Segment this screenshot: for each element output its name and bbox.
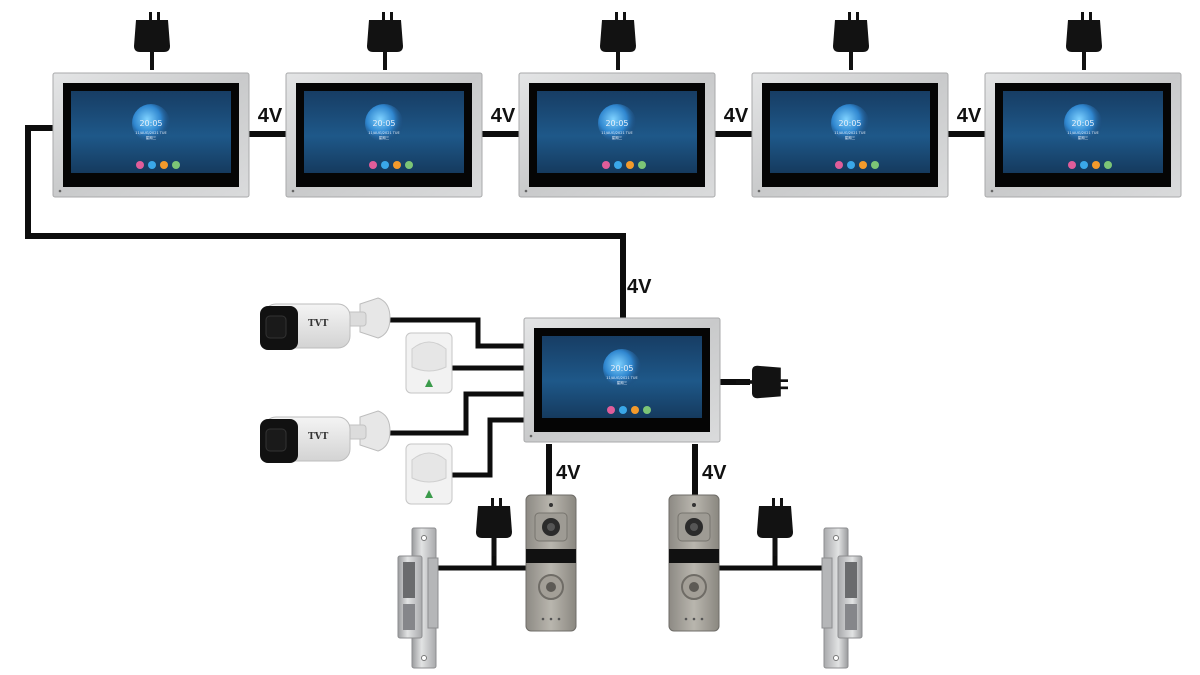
power-adapter-icon [600,12,636,70]
power-adapter-icon [757,498,793,556]
wire-sensor-2 [452,417,526,478]
cable-label-4v: 4V [556,462,581,484]
screen-date: 11/AUG/2021 TUE [834,131,865,135]
screen-date: 11/AUG/2021 TUE [1067,131,1098,135]
monitor-5: 20:05 11/AUG/2021 TUE 星期三 [984,72,1182,198]
screen-time: 20:05 [1071,119,1094,128]
main-monitor: 20:05 11/AUG/2021 TUE 星期三 [523,317,721,443]
camera-brand: TVT [308,432,329,442]
power-adapter-icon [367,12,403,70]
screen-subline: 星期三 [146,135,157,140]
screen-subline: 星期三 [617,380,628,385]
cable-label-4v: 4V [627,276,652,298]
screen-date: 11/AUG/2021 TUE [368,131,399,135]
screen-time: 20:05 [139,119,162,128]
electric-lock-1 [397,527,439,669]
screen-subline: 星期三 [845,135,856,140]
monitor-1: 20:05 11/AUG/2021 TUE 星期三 [52,72,250,198]
monitor-3: 20:05 11/AUG/2021 TUE 星期三 [518,72,716,198]
power-adapter-icon [134,12,170,70]
wiring [25,125,994,495]
screen-subline: 星期三 [1078,135,1089,140]
camera-brand: TVT [308,319,329,329]
cable-label-4v: 4V [957,105,982,127]
motion-sensor-2 [405,443,453,505]
monitor-4: 20:05 11/AUG/2021 TUE 星期三 [751,72,949,198]
screen-date: 11/AUG/2021 TUE [606,376,637,380]
wire-camera-1 [390,317,526,349]
bullet-camera-1: TVT [259,297,391,351]
screen-time: 20:05 [605,119,628,128]
door-station-1 [525,494,577,632]
screen-subline: 星期三 [612,135,623,140]
screen-time: 20:05 [610,364,633,373]
cable-label-4v: 4V [491,105,516,127]
wire-monitor-1-main [25,125,626,320]
power-adapter-icon [1066,12,1102,70]
screen-time: 20:05 [838,119,861,128]
bullet-camera-2: TVT [259,410,391,464]
door-station-2 [668,494,720,632]
monitor-2: 20:05 11/AUG/2021 TUE 星期三 [285,72,483,198]
screen-time: 20:05 [372,119,395,128]
power-adapters-top [134,12,1102,70]
peripheral-wiring [390,317,822,571]
electric-lock-2 [821,527,863,669]
cable-label-4v: 4V [724,105,749,127]
power-adapter-icon [476,498,512,556]
power-adapter-icon [833,12,869,70]
motion-sensor-1 [405,332,453,394]
power-adapter-main [735,365,788,399]
cable-label-4v: 4V [702,462,727,484]
screen-subline: 星期三 [379,135,390,140]
cable-label-4v: 4V [258,105,283,127]
wire-camera-2 [390,391,526,436]
screen-date: 11/AUG/2021 TUE [601,131,632,135]
screen-date: 11/AUG/2021 TUE [135,131,166,135]
